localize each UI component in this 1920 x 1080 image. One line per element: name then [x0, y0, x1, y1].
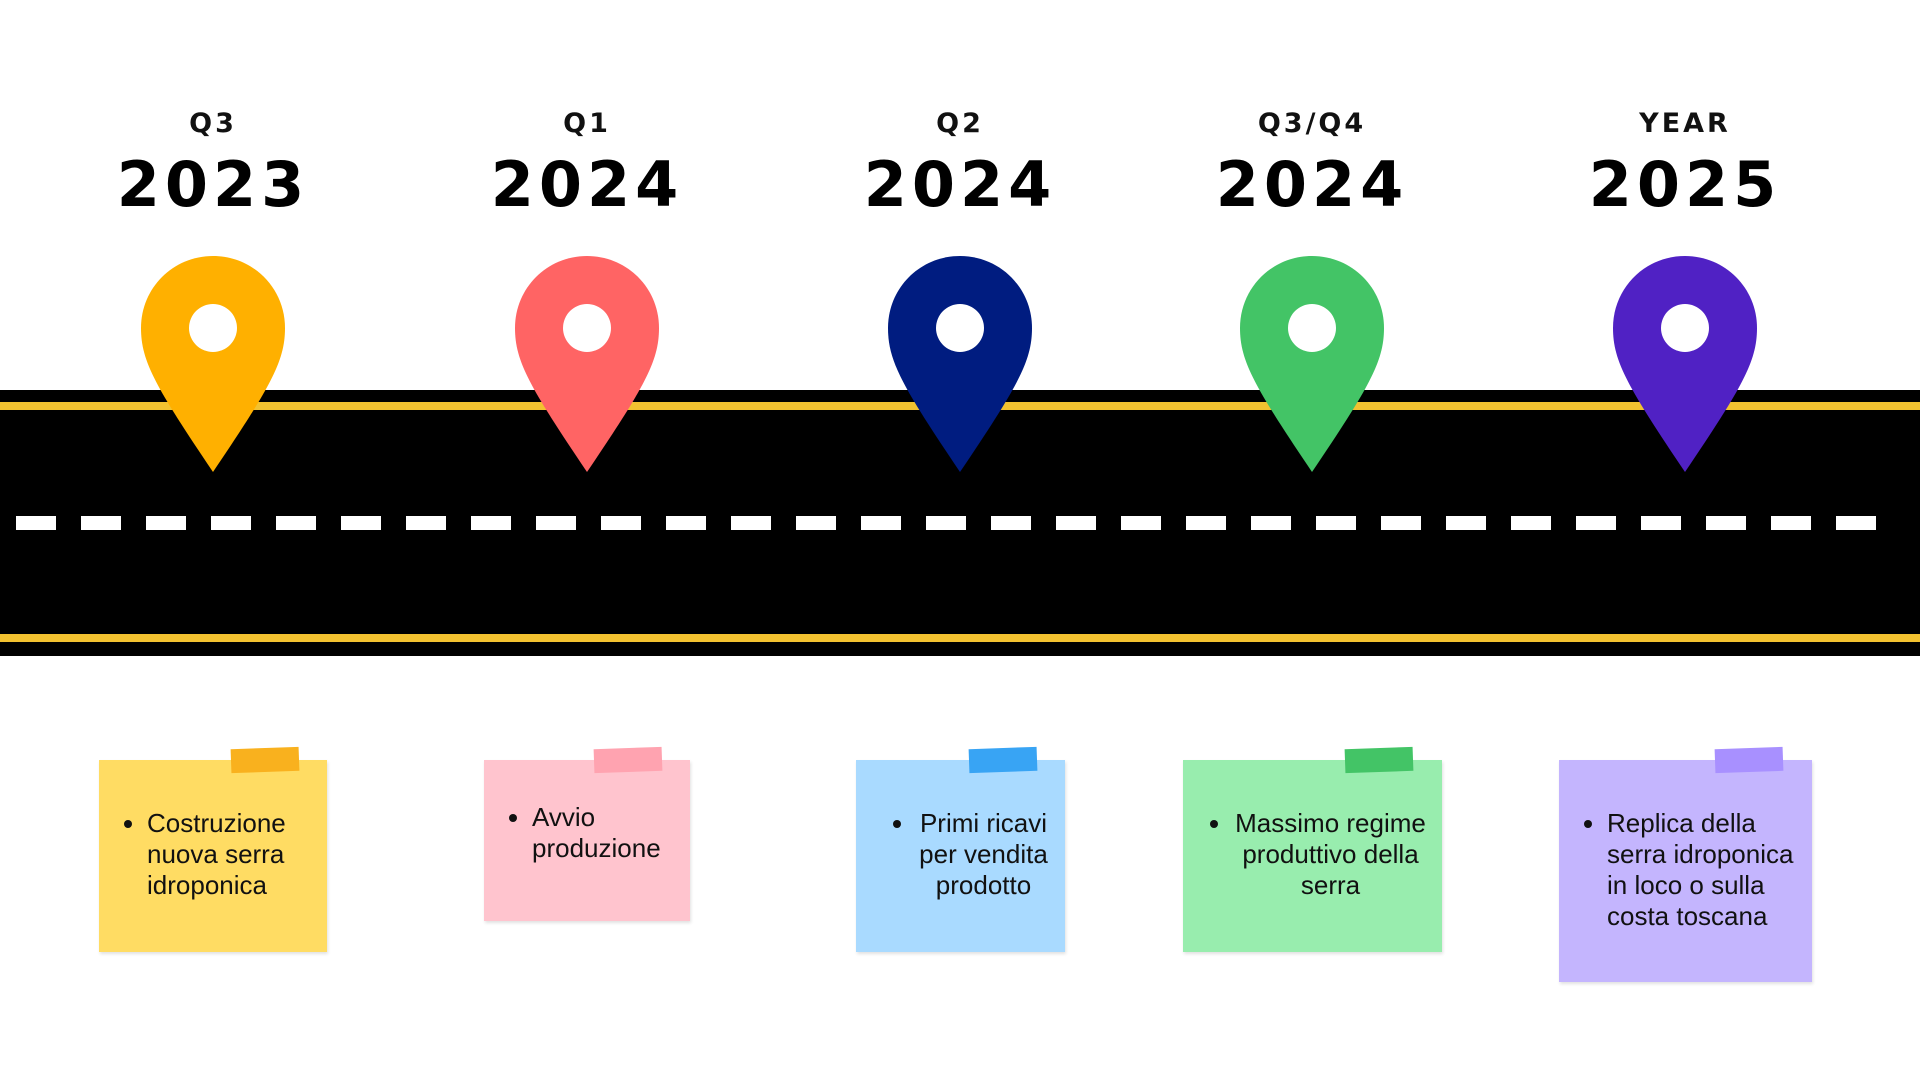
lane-dash	[991, 516, 1031, 530]
lane-dash	[211, 516, 251, 530]
lane-dash	[1446, 516, 1486, 530]
note-q3-2023: Costruzione nuova serra idroponica	[99, 746, 327, 952]
pin-body	[515, 256, 659, 472]
note-list: Replica della serra idroponica in loco o…	[1559, 760, 1812, 932]
lane-dash	[536, 516, 576, 530]
lane-dash	[1121, 516, 1161, 530]
pin-body	[888, 256, 1032, 472]
pin-hole	[1661, 304, 1709, 352]
map-pin-icon	[1613, 256, 1757, 472]
pin-body	[1613, 256, 1757, 472]
lane-dash	[406, 516, 446, 530]
note-text: Primi ricavi per vendita prodotto	[916, 808, 1051, 901]
sticky-note-paper	[1559, 760, 1812, 982]
lane-dash	[796, 516, 836, 530]
lane-dash	[16, 516, 56, 530]
milestone-quarter: Q3	[189, 108, 237, 139]
lane-dash	[1706, 516, 1746, 530]
note-list: Avvio produzione	[484, 760, 690, 864]
lane-dash	[926, 516, 966, 530]
lane-dash	[1836, 516, 1876, 530]
map-pin-icon	[1240, 256, 1384, 472]
lane-dash	[341, 516, 381, 530]
map-pin-icon	[888, 256, 1032, 472]
milestone-year: 2024	[1215, 148, 1409, 221]
pin-hole	[563, 304, 611, 352]
milestone-year: 2024	[490, 148, 684, 221]
milestone-quarter: Q1	[563, 108, 611, 139]
note-year-2025: Replica della serra idroponica in loco o…	[1559, 746, 1812, 982]
lane-dash	[601, 516, 641, 530]
lane-dash	[471, 516, 511, 530]
lane-dash	[1056, 516, 1096, 530]
pin-hole	[1288, 304, 1336, 352]
road-center-dashes	[16, 516, 1876, 530]
lane-dash	[146, 516, 186, 530]
lane-dash	[1381, 516, 1421, 530]
note-list: Primi ricavi per vendita prodotto	[856, 760, 1065, 901]
sticky-note-paper	[99, 760, 327, 952]
lane-dash	[1771, 516, 1811, 530]
note-text: Avvio produzione	[532, 802, 676, 864]
pin-hole	[936, 304, 984, 352]
lane-dash	[1186, 516, 1226, 530]
milestone-year: 2023	[116, 148, 310, 221]
lane-dash	[81, 516, 121, 530]
milestone-quarter: YEAR	[1639, 108, 1731, 139]
milestone-year: 2024	[863, 148, 1057, 221]
pin-hole	[189, 304, 237, 352]
milestone-year: 2025	[1588, 148, 1782, 221]
lane-dash	[861, 516, 901, 530]
road-edge-line-bottom	[0, 634, 1920, 642]
lane-dash	[1576, 516, 1616, 530]
lane-dash	[666, 516, 706, 530]
sticky-note-paper	[1183, 760, 1442, 952]
pin-body	[1240, 256, 1384, 472]
note-q3q4-2024: Massimo regime produttivo della serra	[1183, 746, 1442, 952]
note-q1-2024: Avvio produzione	[484, 746, 690, 921]
note-list: Costruzione nuova serra idroponica	[99, 760, 327, 901]
note-text: Costruzione nuova serra idroponica	[147, 808, 313, 901]
pin-body	[141, 256, 285, 472]
lane-dash	[276, 516, 316, 530]
sticky-note-paper	[484, 760, 690, 921]
note-q2-2024: Primi ricavi per vendita prodotto	[856, 746, 1065, 952]
lane-dash	[1511, 516, 1551, 530]
note-text: Replica della serra idroponica in loco o…	[1607, 808, 1798, 932]
sticky-note-paper	[856, 760, 1065, 952]
lane-dash	[1641, 516, 1681, 530]
note-text: Massimo regime produttivo della serra	[1233, 808, 1428, 901]
map-pin-icon	[141, 256, 285, 472]
map-pin-icon	[515, 256, 659, 472]
note-list: Massimo regime produttivo della serra	[1183, 760, 1442, 901]
lane-dash	[1316, 516, 1356, 530]
milestone-quarter: Q2	[936, 108, 984, 139]
lane-dash	[1251, 516, 1291, 530]
milestone-quarter: Q3/Q4	[1257, 108, 1367, 139]
lane-dash	[731, 516, 771, 530]
